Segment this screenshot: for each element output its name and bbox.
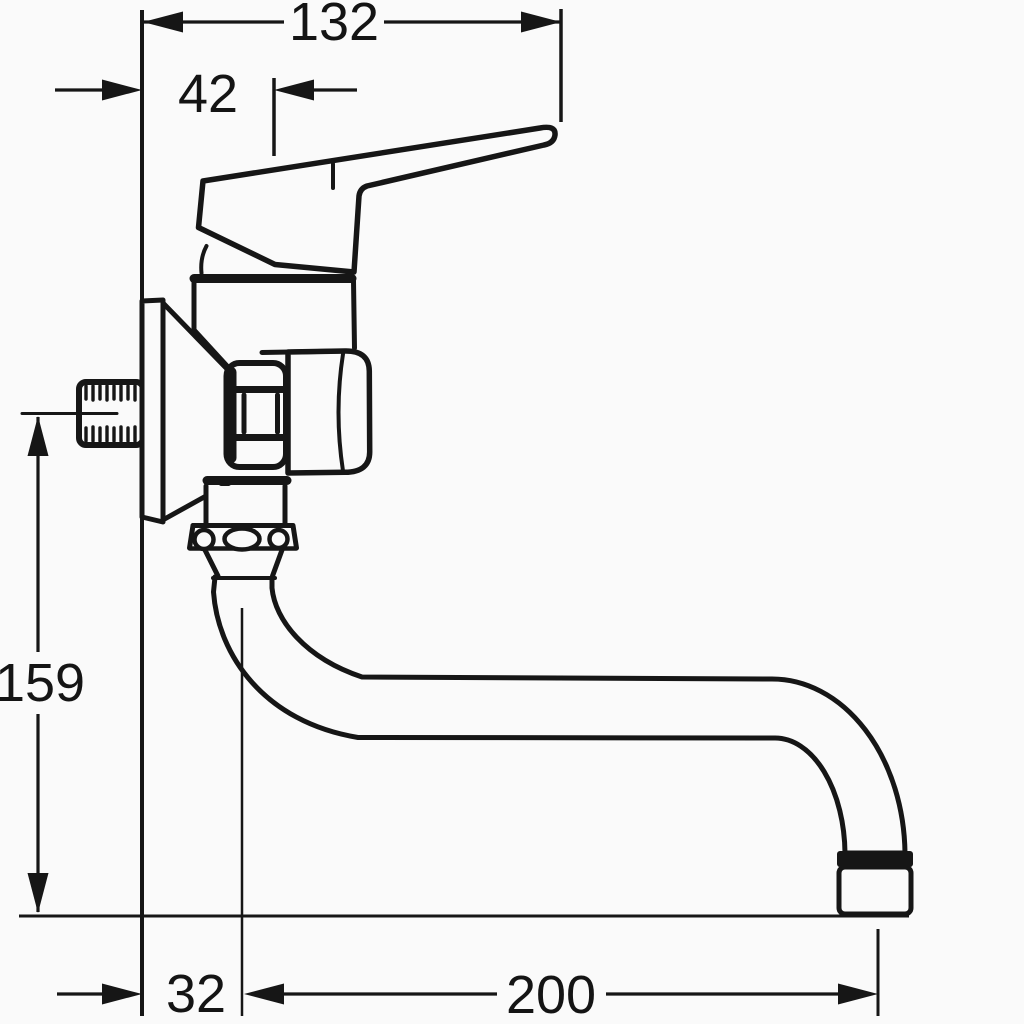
dim-42: 42	[55, 64, 357, 124]
spout-nut	[187, 523, 299, 552]
dim-132: 132	[143, 0, 561, 52]
spout-nut-facet-right	[267, 527, 290, 551]
lever-outline	[195, 124, 558, 275]
arrow-159-bottom	[27, 873, 49, 913]
spout-nut-facet-left	[192, 527, 216, 552]
aerator	[836, 851, 914, 917]
handle-dome-arc	[199, 244, 209, 275]
dim-42-label: 42	[178, 64, 238, 124]
spout-tailpiece	[202, 547, 285, 580]
cartridge-left-edge	[191, 278, 230, 369]
tailpiece-right-edge	[270, 547, 285, 579]
valve-body	[259, 348, 373, 476]
arrow-132-right	[521, 11, 561, 33]
faucet-figure	[20, 124, 914, 917]
arrow-200-right	[838, 983, 878, 1005]
cartridge-right-edge	[351, 278, 357, 351]
spout-nut-left-edge	[187, 523, 196, 551]
spout-nut-top-right-edge	[190, 523, 299, 551]
tailpiece-left-edge	[202, 547, 221, 579]
dim-200: 200	[244, 965, 878, 1024]
arrow-32-left	[102, 983, 142, 1005]
arrow-159-top	[27, 416, 49, 456]
valve-body-outline	[285, 348, 373, 476]
escutcheon-plate	[139, 297, 166, 525]
dim-32-label: 32	[166, 964, 226, 1024]
body-top-edge	[259, 348, 348, 355]
arrow-42-right	[274, 79, 314, 101]
aerator-body	[836, 864, 914, 917]
arrow-132-left	[143, 11, 183, 33]
dim-159: 159	[0, 416, 85, 913]
arrow-200-left	[244, 983, 284, 1005]
connection-nut	[223, 360, 289, 470]
cartridge-fill	[194, 281, 355, 366]
cartridge-ring	[191, 278, 357, 369]
valve-body-curve	[336, 352, 345, 473]
inlet-thread-hatching	[84, 384, 137, 443]
aerator-collar	[837, 851, 913, 867]
lever-handle	[195, 124, 558, 275]
arrow-42-left	[102, 79, 142, 101]
dim-132-label: 132	[289, 0, 379, 52]
spout-nut-facet-center	[222, 526, 262, 552]
dim-200-label: 200	[506, 965, 596, 1024]
threaded-inlet	[20, 379, 146, 448]
tailpiece-fill	[205, 550, 282, 576]
dim-32: 32	[57, 964, 226, 1024]
spout-neck	[203, 483, 288, 527]
neck-fill	[206, 486, 285, 524]
dim-159-label: 159	[0, 653, 85, 713]
dimension-layer: 132 42 159 32 200	[0, 0, 909, 1024]
